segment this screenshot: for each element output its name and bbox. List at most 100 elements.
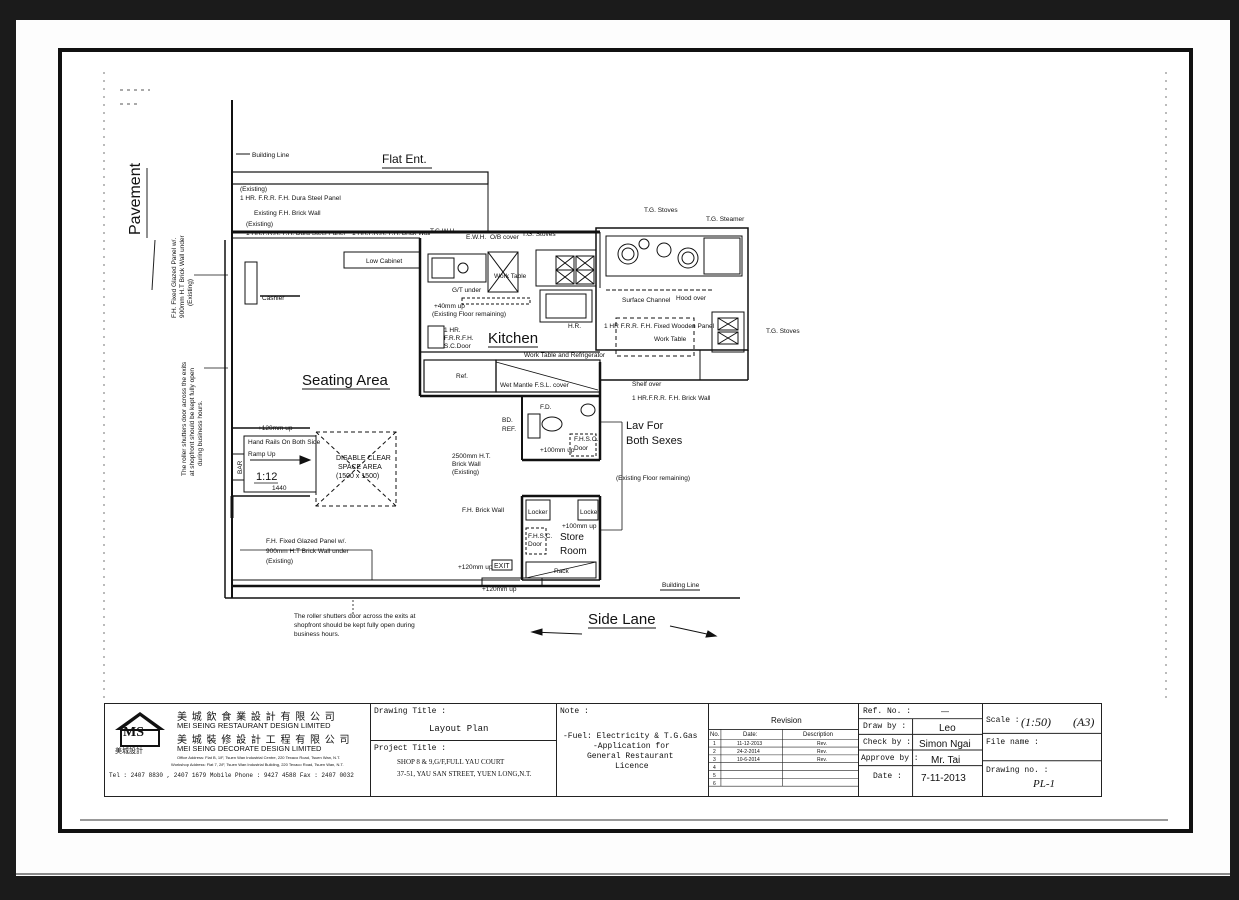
note-left-4: 1 HR.F.R.R. F.H. Dura Steel Panel — [246, 230, 346, 237]
brick-wall-2500-2: Brick Wall — [452, 461, 481, 468]
wet-mantle: Wet Mantle F.S.L. cover — [500, 382, 570, 389]
fhsc-door-2a: F.H.S.C. — [528, 533, 552, 540]
building-line-top-label: Building Line — [252, 152, 290, 159]
drawing-title: Layout Plan — [429, 724, 489, 734]
top-bar — [0, 0, 1239, 20]
ref-label: Ref. — [456, 373, 468, 380]
ramp-slope: 1:12 — [256, 471, 277, 483]
company-en-2: MEI SEING DECORATE DESIGN LIMITED — [177, 744, 322, 753]
approval-cell: Ref. No. : — Draw by : Leo Check by : Si… — [859, 704, 983, 796]
shutter-note-2: shopfront should be kept fully open duri… — [294, 622, 415, 629]
lav-label-2: Both Sexes — [626, 435, 683, 447]
project-title-label: Project Title : — [374, 744, 447, 753]
drawing-title-label: Drawing Title : — [374, 707, 447, 716]
approval-table-lines — [859, 718, 982, 796]
title-block: MS 美城設計 美 城 飲 食 業 設 計 有 限 公 司 MEI SEING … — [104, 703, 1102, 797]
revision-cell: Revision No. Date: Description 1 11-12-2… — [709, 704, 859, 796]
exit-sign: EXIT — [494, 563, 510, 570]
store-label-1: Store — [560, 532, 584, 543]
flat-ent-label: Flat Ent. — [382, 152, 427, 166]
ramp-dim: +120mm up — [258, 425, 293, 432]
scale-size: (A3) — [1073, 715, 1095, 729]
rev-row-6-no: 6 — [713, 781, 716, 787]
disable-space-3: (1500 x 1500) — [336, 473, 379, 480]
lav-label-1: Lav For — [626, 420, 664, 432]
company-cn-2: 美 城 裝 修 設 計 工 程 有 限 公 司 — [177, 735, 351, 746]
date-label: Date : — [873, 772, 902, 781]
left-glazed-2: 900mm H.T Brick Wall under — [179, 234, 186, 318]
ewh: E.W.H. — [466, 234, 486, 241]
fhsc-door-3a: 1 HR. — [444, 327, 461, 334]
fh-fixed-glazed-2: 900mm H.T Brick Wall under — [266, 548, 350, 555]
rev-row-2-date: 24-2-2014 — [737, 749, 760, 755]
company-address-2: Workshop Address: Flat 7, 2/F, Tsuen Wan… — [171, 762, 344, 767]
rev-row-3-date: 10-6-2014 — [737, 757, 760, 763]
building-line-bottom-label: Building Line — [662, 582, 700, 589]
gt-under: G/T under — [452, 287, 482, 294]
kitchen-label: Kitchen — [488, 330, 538, 347]
fh-fixed-glazed-3: (Existing) — [266, 558, 293, 565]
left-glazed-1: F.H. Fixed Glazed Panel w/. — [171, 238, 178, 318]
rev-header-date: Date: — [743, 732, 758, 738]
drawing-no-label: Drawing no. : — [986, 766, 1049, 775]
left-shutter-2: at shopfront should be kept fully open — [189, 368, 196, 476]
rev-row-2-no: 2 — [713, 749, 716, 755]
bd-ref-2: REF. — [502, 426, 516, 433]
rev-header-no: No. — [710, 732, 720, 738]
note-left-2: Existing F.H. Brick Wall — [254, 210, 321, 217]
rev-row-2-desc: Rev. — [817, 749, 827, 755]
logo-sub: 美城設計 — [115, 748, 143, 755]
fh-fixed-glazed-1: F.H. Fixed Glazed Panel w/. — [266, 538, 346, 545]
bd-ref-1: BD. — [502, 417, 513, 424]
date-value: 7-11-2013 — [921, 773, 966, 784]
work-table-fridge: Work Table and Refrigerator — [524, 352, 606, 359]
revision-label: Revision — [771, 716, 802, 725]
ramp-up: Ramp Up — [248, 451, 276, 458]
tg-wh: T.G.W.H. — [430, 228, 456, 235]
note-cell: Note : -Fuel: Electricity & T.G.Gas -App… — [557, 704, 709, 796]
locker-1: Locker — [528, 509, 548, 516]
disable-space-1: DISABLE CLEAR — [336, 455, 391, 462]
work-table: Work Table — [494, 273, 527, 280]
rev-row-1-date: 11-12-2013 — [737, 741, 763, 747]
fhsc-door-1b: Door — [574, 445, 589, 452]
shelf-over: Shelf over — [632, 381, 662, 388]
scale-cell: Scale : (1:50) (A3) File name : Drawing … — [983, 704, 1101, 796]
drawing-no: PL-1 — [1033, 778, 1055, 790]
ramp-length: 1440 — [272, 485, 287, 492]
fhsc-door-1a: F.H.S.C. — [574, 436, 598, 443]
note-label: Note : — [560, 707, 589, 716]
dim-100: +100mm up — [540, 447, 575, 454]
company-address: Office Address: Flat B, 1/F, Tsuen Wan I… — [177, 755, 341, 760]
project-title-2: 37-51, YAU SAN STREET, YUEN LONG,N.T. — [397, 770, 532, 778]
ofl-cover: O/B cover — [490, 234, 520, 241]
fhsc-door-3b: F.R.R.F.H. — [444, 335, 474, 342]
ts-stoves-right: T.G. Stoves — [766, 328, 800, 335]
brick-wall-2500-1: 2500mm H.T. — [452, 453, 491, 460]
ceiling-note-1: +40mm up — [434, 303, 465, 310]
rev-row-1-no: 1 — [713, 741, 716, 747]
rev-row-3-no: 3 — [713, 757, 716, 763]
rev-header-desc: Description — [803, 732, 834, 738]
side-lane-label: Side Lane — [588, 611, 656, 628]
note-line-1: -Fuel: Electricity & T.G.Gas — [563, 732, 698, 741]
dim-120: +120mm up — [458, 564, 493, 571]
scale-table-lines — [983, 732, 1101, 762]
pavement-label-group: Pavement — [127, 162, 156, 291]
company-cell: MS 美城設計 美 城 飲 食 業 設 計 有 限 公 司 MEI SEING … — [105, 704, 371, 796]
building-walls — [224, 100, 749, 599]
ts-steamer: T.G. Steamer — [706, 216, 745, 223]
left-glazed-3: (Existing) — [187, 279, 194, 306]
left-shutter-1: The roller shutters door across the exit… — [181, 361, 188, 476]
store-label-2: Room — [560, 546, 587, 557]
ref-no: — — [941, 707, 949, 716]
existing-floor: (Existing Floor remaining) — [616, 475, 690, 482]
surface-channel: Surface Channel — [622, 297, 671, 304]
fd-label: F.D. — [540, 404, 552, 411]
logo-text: MS — [123, 725, 144, 740]
direction-lines — [236, 153, 718, 638]
cashier-label: Cashier — [262, 295, 285, 302]
low-cabinet: Low Cabinet — [366, 258, 402, 265]
scale-label: Scale : — [986, 716, 1020, 725]
